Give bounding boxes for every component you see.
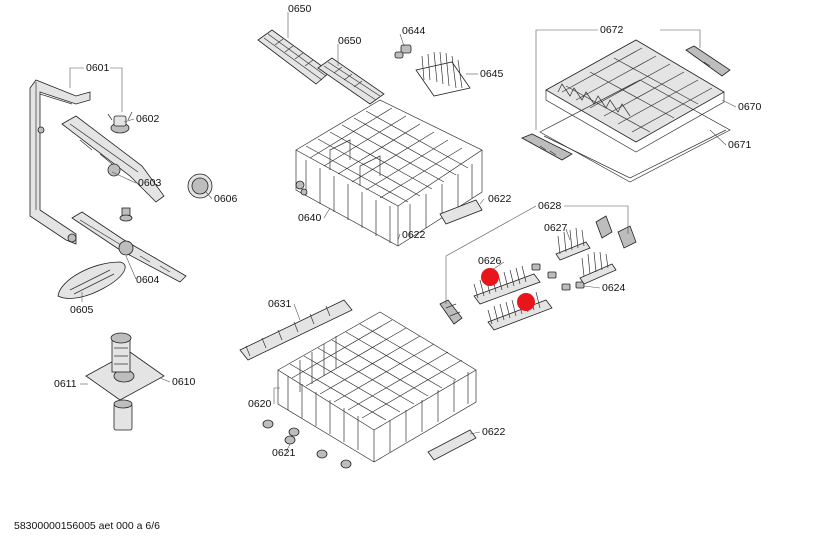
label-0601: 0601 xyxy=(86,62,110,74)
tine-insert-0627-a[interactable] xyxy=(555,227,591,261)
label-0671: 0671 xyxy=(728,139,752,151)
clip-0644[interactable] xyxy=(394,44,412,59)
label-0606: 0606 xyxy=(214,193,238,205)
label-0621: 0621 xyxy=(272,447,296,459)
upper-spray-arm-0603[interactable] xyxy=(61,115,165,203)
tine-row-0626-upper[interactable] xyxy=(473,265,541,305)
tine-insert-0627-b[interactable] xyxy=(579,251,617,285)
rack-insert-0645[interactable] xyxy=(415,51,471,97)
label-0610: 0610 xyxy=(172,376,196,388)
lower-spray-arm-0604[interactable] xyxy=(71,207,187,283)
filter-plate-0610[interactable] xyxy=(85,351,165,401)
label-0622-mid: 0622 xyxy=(402,229,426,241)
leader-lines xyxy=(69,12,737,453)
filter-unit-0611[interactable] xyxy=(110,332,133,431)
wheels-0620[interactable] xyxy=(262,419,300,437)
label-0628: 0628 xyxy=(538,200,562,212)
label-0640: 0640 xyxy=(298,212,322,224)
label-0631: 0631 xyxy=(268,298,292,310)
label-0620: 0620 xyxy=(248,398,272,410)
cutlery-tray-0670[interactable] xyxy=(545,39,725,153)
highlight-marker-0626[interactable] xyxy=(481,268,499,286)
cutlery-shelf-0631[interactable] xyxy=(239,299,353,361)
cutlery-shelf-0650-left[interactable] xyxy=(257,29,331,85)
label-0670: 0670 xyxy=(738,101,762,113)
label-0672: 0672 xyxy=(600,24,624,36)
clip-0628-left[interactable] xyxy=(439,299,463,325)
label-0602: 0602 xyxy=(136,113,160,125)
label-0603: 0603 xyxy=(138,177,162,189)
label-0650-b: 0650 xyxy=(338,35,362,47)
side-clip-0672-left[interactable] xyxy=(521,133,573,161)
side-clip-0672-right[interactable] xyxy=(685,45,731,77)
small-clips-0624[interactable] xyxy=(531,263,585,291)
tray-frame-0671[interactable] xyxy=(539,79,731,183)
label-0645: 0645 xyxy=(480,68,504,80)
upper-basket-0640[interactable] xyxy=(295,99,483,247)
document-reference: 58300000156005 aet 000 a 6/6 xyxy=(14,520,160,532)
connector-0602[interactable] xyxy=(107,111,133,134)
highlight-marker-0624[interactable] xyxy=(517,293,535,311)
label-0622-top: 0622 xyxy=(488,193,512,205)
label-0627: 0627 xyxy=(544,222,568,234)
label-0644: 0644 xyxy=(402,25,426,37)
lower-basket[interactable] xyxy=(277,311,477,463)
handle-0622-lower[interactable] xyxy=(427,429,477,461)
wheels-0621[interactable] xyxy=(284,435,352,469)
label-0604: 0604 xyxy=(136,274,160,286)
label-0605: 0605 xyxy=(70,304,94,316)
label-0626: 0626 xyxy=(478,255,502,267)
supply-pipe-0601[interactable] xyxy=(29,79,91,245)
label-0622-bottom: 0622 xyxy=(482,426,506,438)
cutlery-shelf-0650-right[interactable] xyxy=(317,57,385,105)
label-0650-a: 0650 xyxy=(288,3,312,15)
label-0624: 0624 xyxy=(602,282,626,294)
handle-0622-upper[interactable] xyxy=(439,199,483,225)
label-0611: 0611 xyxy=(54,378,77,390)
filter-cover-0605[interactable] xyxy=(57,261,126,299)
holders-0627[interactable] xyxy=(595,215,637,249)
